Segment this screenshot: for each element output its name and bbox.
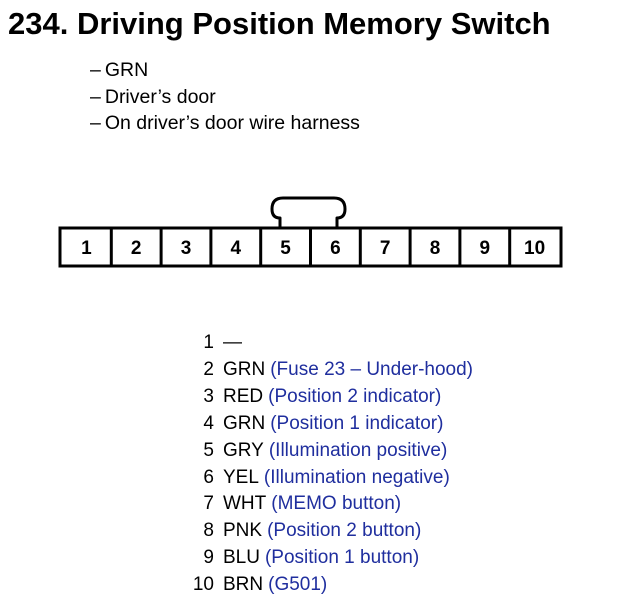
pin-description: (Position 1 button) [264,547,420,569]
pin-description: (Illumination negative) [263,466,450,488]
info-color: –GRN [90,59,149,81]
pin-number: 7 [203,493,214,515]
pin-number: 10 [192,574,214,596]
wire-color: GRN [223,412,266,434]
pin-description: (Position 2 indicator) [268,385,442,407]
pin-number: 2 [203,358,214,380]
wire-color: — [223,332,242,353]
pin-number: 9 [203,547,214,569]
pin-row: 10 BRN (G501) [190,572,473,599]
pin-number: 8 [203,520,214,542]
pin-number: 1 [203,332,214,353]
cavity-number-2: 2 [131,238,142,259]
pin-row: 6 YEL (Illumination negative) [190,465,473,492]
pin-description: (G501) [268,574,328,596]
wire-color: BRN [223,574,264,596]
info-dash: – [90,112,101,134]
pin-row: 9 BLU (Position 1 button) [190,545,473,572]
connector-lock-tab [270,196,347,230]
cavity-number-9: 9 [480,238,491,259]
wire-color: GRN [223,358,266,380]
pin-number: 6 [203,466,214,488]
info-dash: – [90,59,101,81]
pin-row: 1 — [190,330,473,357]
cavity-number-8: 8 [430,238,441,259]
cavity-number-5: 5 [280,238,291,259]
pin-description: (Fuse 23 – Under-hood) [270,358,474,380]
wire-color: YEL [223,466,259,488]
info-dash: – [90,85,101,108]
pinout-table: 1 — 2 GRN (Fuse 23 – Under-hood) 3 RED (… [190,330,473,599]
pin-description: (MEMO button) [271,493,402,515]
pin-description: (Illumination positive) [268,439,448,461]
cavity-number-3: 3 [181,238,192,259]
pin-row: 2 GRN (Fuse 23 – Under-hood) [190,357,473,384]
pin-row: 8 PNK (Position 2 button) [190,518,473,545]
pin-row: 7 WHT (MEMO button) [190,491,473,518]
wire-color: GRY [223,439,264,461]
info-location: –Driver’s door [90,85,216,108]
cavity-number-6: 6 [330,238,341,259]
wire-color: PNK [223,520,263,542]
connector-cavities: 1 2 3 4 5 6 7 8 9 10 [81,228,545,266]
wire-color: WHT [223,493,267,515]
pin-number: 5 [203,439,214,461]
connector-info-list: –GRN –Driver’s door –On driver’s door wi… [90,57,360,137]
wire-color: BLU [223,547,260,569]
cavity-number-1: 1 [81,238,92,259]
wire-color: RED [223,385,264,407]
cavity-number-7: 7 [380,238,391,259]
page-title: 234. Driving Position Memory Switch [8,6,551,41]
pin-row: 4 GRN (Position 1 indicator) [190,411,473,438]
pin-row: 5 GRY (Illumination positive) [190,438,473,465]
pin-number: 4 [203,412,214,434]
pin-description: (Position 2 button) [267,520,422,542]
pin-description: (Position 1 indicator) [270,412,444,434]
pin-number: 3 [203,385,214,407]
pin-row: 3 RED (Position 2 indicator) [190,384,473,411]
info-harness: –On driver’s door wire harness [90,112,360,134]
connector-diagram: 1 2 3 4 5 6 7 8 9 10 [58,196,563,268]
cavity-number-10: 10 [524,238,545,259]
cavity-number-4: 4 [231,238,242,259]
